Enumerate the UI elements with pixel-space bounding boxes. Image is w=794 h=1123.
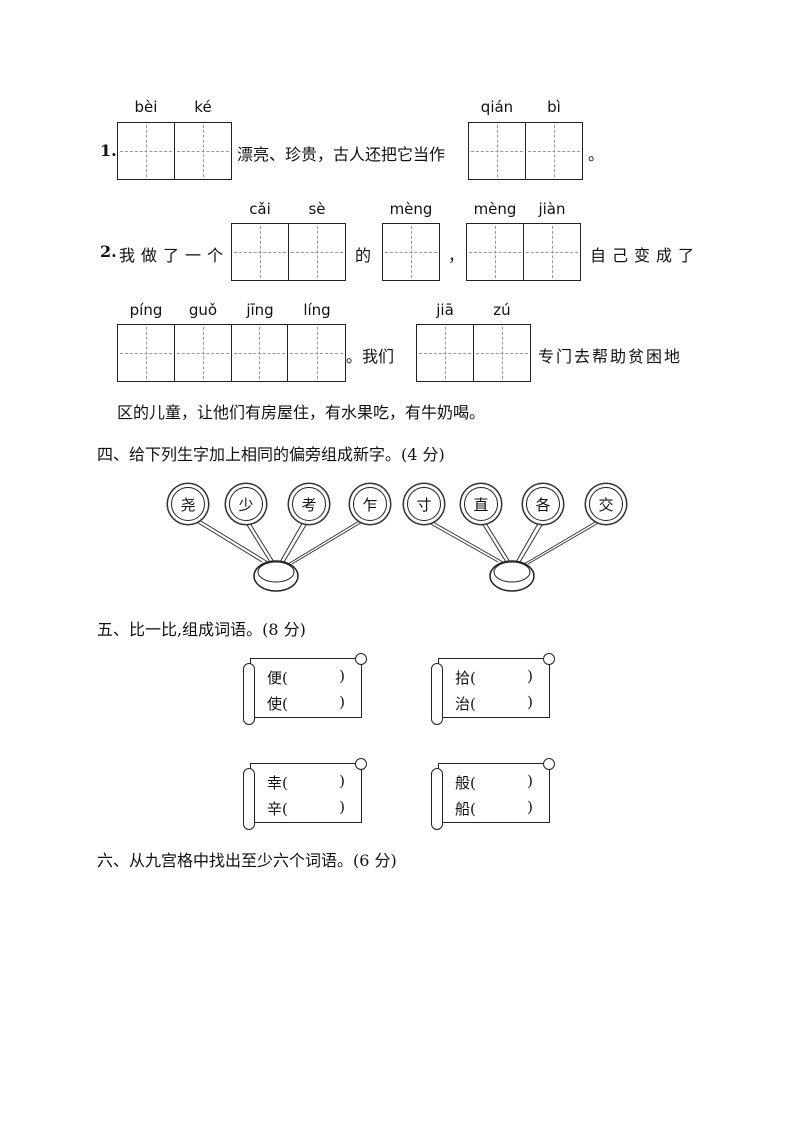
- paren-close: ): [339, 693, 345, 711]
- word-pair-bian[interactable]: 便(: [267, 669, 288, 687]
- scroll-card-4: 般( ) 船( ): [431, 758, 555, 830]
- section4-title: 四、给下列生字加上相同的偏旁组成新字。(4 分): [97, 445, 445, 464]
- q1-number: 1.: [100, 141, 117, 160]
- q2-tail2-text: 专门去帮助贫困地: [538, 347, 683, 366]
- char-circle-zha: 乍: [353, 487, 387, 521]
- pinyin-jia: jiā: [436, 301, 454, 319]
- paren-close: ): [339, 772, 345, 790]
- q2-women-text: 。我们: [346, 347, 395, 366]
- pinyin-ling: líng: [303, 301, 331, 319]
- section5-title: 五、比一比,组成词语。(8 分): [97, 620, 306, 639]
- pinyin-jing: jīng: [246, 301, 274, 319]
- pinyin-qian: qián: [480, 98, 514, 116]
- radical-diagram: [189, 517, 608, 592]
- pinyin-ping: píng: [129, 301, 163, 319]
- word-pair-xin[interactable]: 辛(: [267, 800, 288, 818]
- writing-grid-mengjian[interactable]: [466, 223, 581, 281]
- pinyin-ke: ké: [194, 98, 212, 116]
- writing-grid-beike[interactable]: [117, 122, 232, 180]
- word-pair-shi2[interactable]: 拾(: [455, 669, 476, 687]
- paren-close: ): [527, 772, 533, 790]
- char-circle-shao: 少: [229, 487, 263, 521]
- q1-end-punct: 。: [588, 145, 605, 164]
- writing-grid-qianbi[interactable]: [468, 122, 583, 180]
- q2-line3-text: 区的儿童，让他们有房屋住，有水果吃，有牛奶喝。: [117, 403, 486, 422]
- paren-close: ): [527, 798, 533, 816]
- pinyin-cai: cǎi: [249, 200, 271, 218]
- q2-comma: ，: [448, 246, 465, 265]
- pinyin-se: sè: [308, 200, 326, 218]
- char-circle-cun: 寸: [407, 487, 441, 521]
- pinyin-jian: jiàn: [538, 200, 566, 218]
- q2-de-text: 的: [355, 246, 372, 265]
- pinyin-guo: guǒ: [188, 301, 218, 319]
- writing-grid-caise[interactable]: [231, 223, 346, 281]
- paren-close: ): [527, 693, 533, 711]
- q2-number: 2.: [100, 242, 117, 261]
- q2-tail-text: 自己变成了: [590, 246, 701, 265]
- char-circle-zhi: 直: [464, 487, 498, 521]
- writing-grid-meng[interactable]: [382, 223, 440, 281]
- paren-close: ): [339, 798, 345, 816]
- char-circle-ge: 各: [526, 487, 560, 521]
- word-pair-shi[interactable]: 使(: [267, 695, 288, 713]
- pinyin-zu: zú: [493, 301, 511, 319]
- word-pair-chuan[interactable]: 船(: [455, 800, 476, 818]
- pinyin-bei: bèi: [134, 98, 158, 116]
- pinyin-meng: mèng: [389, 200, 433, 218]
- word-pair-xing[interactable]: 幸(: [267, 774, 288, 792]
- scroll-card-3: 幸( ) 辛( ): [243, 758, 367, 830]
- writing-grid-pingguojingling[interactable]: [117, 324, 346, 382]
- pinyin-bi: bì: [547, 98, 561, 116]
- q1-middle-text: 漂亮、珍贵，古人还把它当作: [237, 145, 446, 164]
- word-pair-zhi[interactable]: 治(: [455, 695, 476, 713]
- q2-lead-text: 我做了一个: [119, 246, 230, 265]
- word-pair-ban[interactable]: 般(: [455, 774, 476, 792]
- scroll-card-1: 便( ) 使( ): [243, 653, 367, 725]
- writing-grid-jiazu[interactable]: [416, 324, 531, 382]
- char-circle-jiao: 交: [589, 487, 623, 521]
- paren-close: ): [339, 667, 345, 685]
- paren-close: ): [527, 667, 533, 685]
- pinyin-meng2: mèng: [473, 200, 517, 218]
- scroll-card-2: 拾( ) 治( ): [431, 653, 555, 725]
- char-circle-yao: 尧: [171, 487, 205, 521]
- section6-title: 六、从九宫格中找出至少六个词语。(6 分): [97, 851, 397, 870]
- char-circle-kao: 考: [292, 487, 326, 521]
